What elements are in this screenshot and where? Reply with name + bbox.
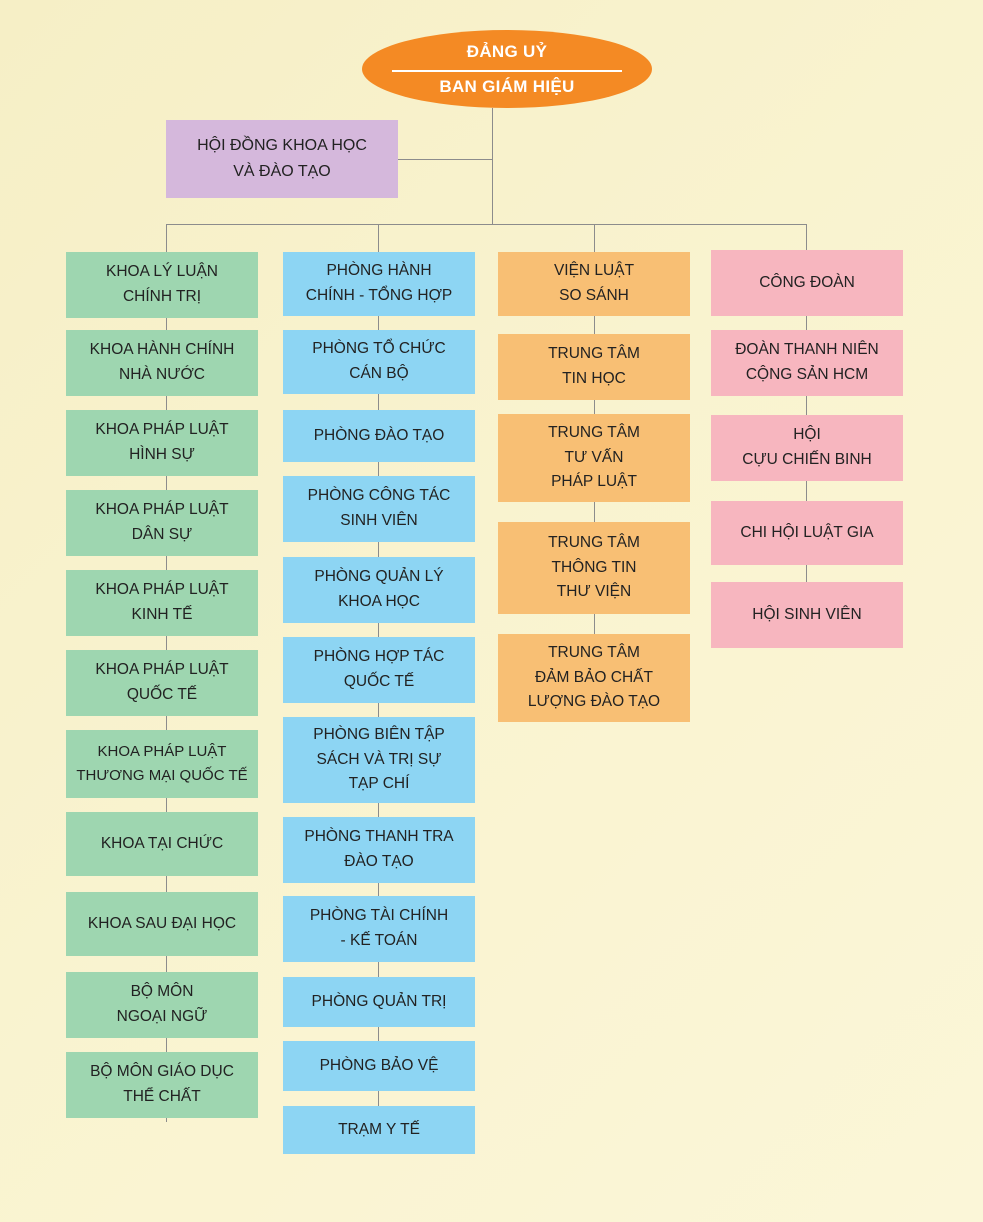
center-box: VIỆN LUẬT SO SÁNH xyxy=(498,252,690,316)
faculty-box: KHOA TẠI CHỨC xyxy=(66,812,258,876)
branch-bar-line xyxy=(166,224,807,225)
office-box: PHÒNG THANH TRA ĐÀO TẠO xyxy=(283,817,475,883)
office-box: PHÒNG QUẢN TRỊ xyxy=(283,977,475,1027)
faculty-box: KHOA PHÁP LUẬT HÌNH SỰ xyxy=(66,410,258,476)
col0-drop-line xyxy=(166,224,167,252)
organization-box: CHI HỘI LUẬT GIA xyxy=(711,501,903,565)
office-box: PHÒNG BẢO VỆ xyxy=(283,1041,475,1091)
office-box: PHÒNG BIÊN TẬP SÁCH VÀ TRỊ SỰ TẠP CHÍ xyxy=(283,717,475,803)
office-box: PHÒNG TÀI CHÍNH - KẾ TOÁN xyxy=(283,896,475,962)
office-box: PHÒNG ĐÀO TẠO xyxy=(283,410,475,462)
office-box: PHÒNG QUẢN LÝ KHOA HỌC xyxy=(283,557,475,623)
science-training-council: HỘI ĐỒNG KHOA HỌC VÀ ĐÀO TẠO xyxy=(166,120,398,198)
party-committee-label: ĐẢNG UỶ xyxy=(466,42,548,61)
col2-drop-line xyxy=(594,224,595,252)
center-box: TRUNG TÂM TIN HỌC xyxy=(498,334,690,400)
root-divider xyxy=(392,70,622,72)
faculty-box: KHOA PHÁP LUẬT QUỐC TẾ xyxy=(66,650,258,716)
organization-box: CÔNG ĐOÀN xyxy=(711,250,903,316)
center-box: TRUNG TÂM ĐẢM BẢO CHẤT LƯỢNG ĐÀO TẠO xyxy=(498,634,690,722)
faculty-box: KHOA HÀNH CHÍNH NHÀ NƯỚC xyxy=(66,330,258,396)
office-box: PHÒNG CÔNG TÁC SINH VIÊN xyxy=(283,476,475,542)
center-box: TRUNG TÂM THÔNG TIN THƯ VIỆN xyxy=(498,522,690,614)
office-box: PHÒNG HỢP TÁC QUỐC TẾ xyxy=(283,637,475,703)
faculty-box: KHOA LÝ LUẬN CHÍNH TRỊ xyxy=(66,252,258,318)
organization-box: ĐOÀN THANH NIÊN CỘNG SẢN HCM xyxy=(711,330,903,396)
office-box: PHÒNG TỔ CHỨC CÁN BỘ xyxy=(283,330,475,394)
col3-drop-line xyxy=(806,224,807,252)
office-box: PHÒNG HÀNH CHÍNH - TỔNG HỢP xyxy=(283,252,475,316)
council-link-line xyxy=(398,159,492,160)
faculty-box: BỘ MÔN NGOẠI NGỮ xyxy=(66,972,258,1038)
board-of-rectors-label: BAN GIÁM HIỆU xyxy=(439,77,575,96)
organization-box: HỘI CỰU CHIẾN BINH xyxy=(711,415,903,481)
faculty-box: KHOA PHÁP LUẬT KINH TẾ xyxy=(66,570,258,636)
col1-drop-line xyxy=(378,224,379,252)
faculty-box: KHOA PHÁP LUẬT THƯƠNG MẠI QUỐC TẾ xyxy=(66,730,258,798)
office-box: TRẠM Y TẾ xyxy=(283,1106,475,1154)
faculty-box: KHOA PHÁP LUẬT DÂN SỰ xyxy=(66,490,258,556)
root-trunk-line xyxy=(492,108,493,224)
center-box: TRUNG TÂM TƯ VẤN PHÁP LUẬT xyxy=(498,414,690,502)
party-committee-board: ĐẢNG UỶ BAN GIÁM HIỆU xyxy=(362,30,652,108)
faculty-box: KHOA SAU ĐẠI HỌC xyxy=(66,892,258,956)
faculty-box: BỘ MÔN GIÁO DỤC THỂ CHẤT xyxy=(66,1052,258,1118)
organization-box: HỘI SINH VIÊN xyxy=(711,582,903,648)
